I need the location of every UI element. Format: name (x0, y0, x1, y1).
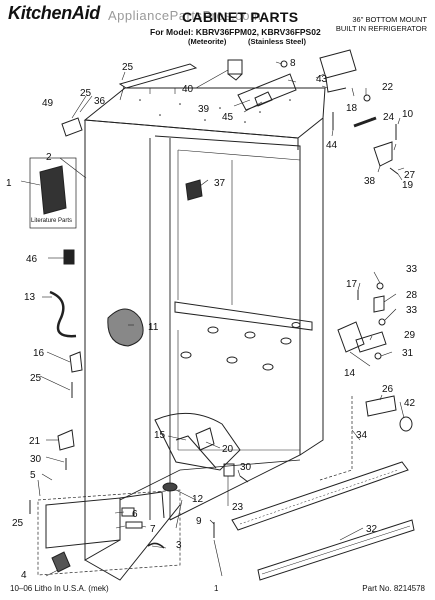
callout-13: 13 (24, 292, 36, 303)
callout-23: 23 (232, 502, 244, 513)
page-title: CABINET PARTS (182, 9, 299, 25)
callout-19: 19 (402, 180, 414, 191)
callout-5: 5 (30, 470, 36, 481)
callout-30-right: 30 (240, 462, 252, 473)
callout-15: 15 (154, 430, 166, 441)
callout-12: 12 (192, 494, 204, 505)
model-line: For Model: KBRV36FPM02, KBRV36FPS02 (150, 27, 321, 37)
callout-40: 40 (182, 84, 194, 95)
callout-3: 3 (176, 540, 182, 551)
callout-30-left: 30 (30, 454, 42, 465)
callout-25-upper: 25 (80, 88, 92, 99)
callout-32: 32 (366, 524, 378, 535)
callout-16: 16 (33, 348, 45, 359)
callout-2: 2 (46, 152, 52, 163)
callout-14: 14 (344, 368, 356, 379)
callout-28: 28 (406, 290, 418, 301)
brand-logo: KitchenAid (8, 3, 101, 23)
product-type-line-1: 36" BOTTOM MOUNT (352, 15, 427, 24)
callout-18: 18 (346, 103, 358, 114)
callout-33-bottom: 33 (406, 305, 418, 316)
bottom-left-assembly (29, 489, 181, 576)
literature-parts-booklet (29, 157, 77, 229)
footer-litho: 10–06 Litho In U.S.A. (mek) (10, 584, 109, 593)
callout-4: 4 (21, 570, 27, 581)
callout-45: 45 (222, 112, 234, 123)
callout-25-top: 25 (122, 62, 134, 73)
callout-10: 10 (402, 109, 414, 120)
callout-17: 17 (346, 279, 358, 290)
callout-24: 24 (383, 112, 395, 123)
literature-parts-label: Literature Parts (31, 218, 73, 224)
callout-25-bottom: 25 (12, 518, 24, 529)
footer-part-number: Part No. 8214578 (362, 584, 425, 593)
callout-9: 9 (196, 516, 202, 527)
right-side-parts (185, 179, 413, 481)
callout-46: 46 (26, 254, 38, 265)
callout-43: 43 (316, 74, 328, 85)
callout-27: 27 (404, 170, 416, 181)
cabinet-body (83, 87, 326, 581)
callout-25-mid: 25 (30, 373, 42, 384)
callout-29: 29 (404, 330, 416, 341)
variant-meteorite: (Meteorite) (188, 37, 227, 46)
watermark: AppliancePartsPros.com (108, 8, 262, 23)
callout-39: 39 (198, 104, 210, 115)
left-side-parts (49, 249, 144, 470)
callout-37: 37 (214, 178, 226, 189)
callout-7: 7 (150, 524, 156, 535)
callout-11: 11 (148, 322, 159, 333)
callout-42: 42 (404, 398, 416, 409)
callout-44: 44 (326, 140, 338, 151)
callout-numbers: 1 2 3 4 5 6 7 8 9 10 11 12 13 14 15 16 1… (6, 58, 418, 581)
callout-20: 20 (222, 444, 234, 455)
callout-34: 34 (356, 430, 368, 441)
product-type-line-2: BUILT IN REFRIGERATOR (335, 24, 427, 33)
callout-6: 6 (132, 509, 138, 520)
callout-33-top: 33 (406, 264, 418, 275)
callout-26: 26 (382, 384, 394, 395)
leader-lines (20, 61, 405, 577)
base-kick-plate (231, 461, 415, 581)
callout-21: 21 (29, 436, 41, 447)
footer-page-number: 1 (214, 584, 219, 593)
variant-stainless: (Stainless Steel) (248, 37, 306, 46)
callout-8: 8 (290, 58, 296, 69)
callout-22: 22 (382, 82, 394, 93)
callout-31: 31 (402, 348, 414, 359)
callout-49: 49 (42, 98, 54, 109)
callout-38: 38 (364, 176, 376, 187)
callout-36: 36 (94, 96, 106, 107)
callout-1: 1 (6, 178, 12, 189)
